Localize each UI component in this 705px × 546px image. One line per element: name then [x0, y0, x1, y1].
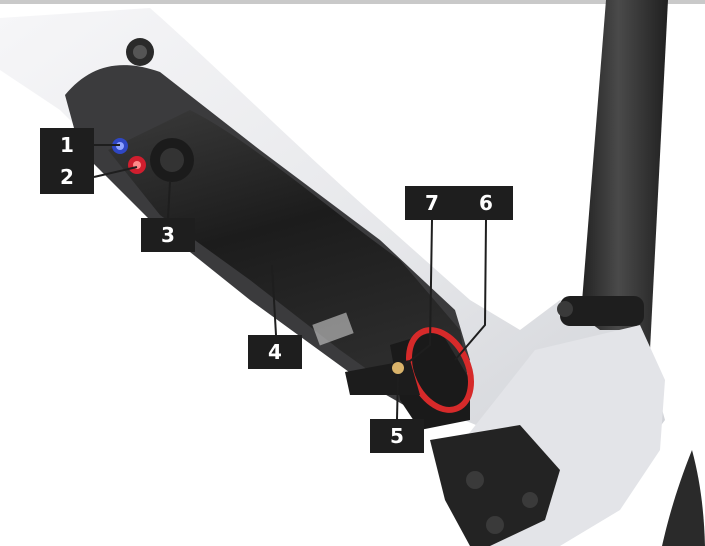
clamp-bolt: [557, 301, 573, 317]
seat-clamp: [560, 296, 644, 326]
shock-sticker: [312, 312, 354, 346]
brass-bolt: [392, 362, 404, 374]
seatpost: [578, 0, 668, 352]
rocker-link: [430, 425, 560, 546]
callout-7: 7: [405, 186, 459, 220]
leader-lines: [93, 144, 487, 420]
callout-6: 6: [459, 186, 513, 220]
callout-3: 3: [141, 218, 195, 252]
shock-body: [108, 110, 470, 400]
rear-tire: [662, 450, 705, 546]
callout-2: 2: [40, 160, 94, 194]
top-strip: [0, 0, 705, 4]
leader-3: [167, 181, 171, 219]
callout-1: 1: [40, 128, 94, 162]
leader-2: [93, 166, 138, 178]
callout-4: 4: [248, 335, 302, 369]
leader-5: [396, 375, 399, 420]
leader-4: [271, 264, 277, 336]
leader-6: [454, 219, 487, 361]
callout-5: 5: [370, 419, 424, 453]
leader-7: [404, 219, 433, 366]
